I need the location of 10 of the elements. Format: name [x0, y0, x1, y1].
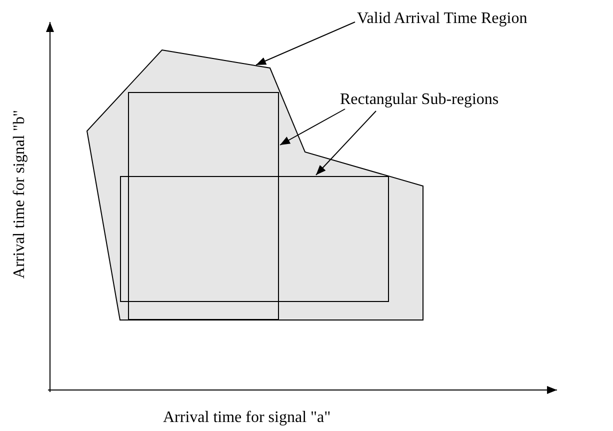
axis-label: Arrival time for signal "b": [10, 110, 29, 279]
leader-line: [280, 108, 346, 146]
leader-line: [256, 22, 356, 66]
subregion-rectangle: [120, 176, 389, 302]
leader-line: [316, 110, 376, 176]
region-polygon: [87, 50, 423, 320]
subregion-rectangle: [128, 92, 279, 320]
subregion-label: Rectangular Sub-regions: [340, 90, 499, 110]
axis-label: Arrival time for signal "a": [163, 408, 331, 428]
region-label: Valid Arrival Time Region: [357, 9, 528, 28]
